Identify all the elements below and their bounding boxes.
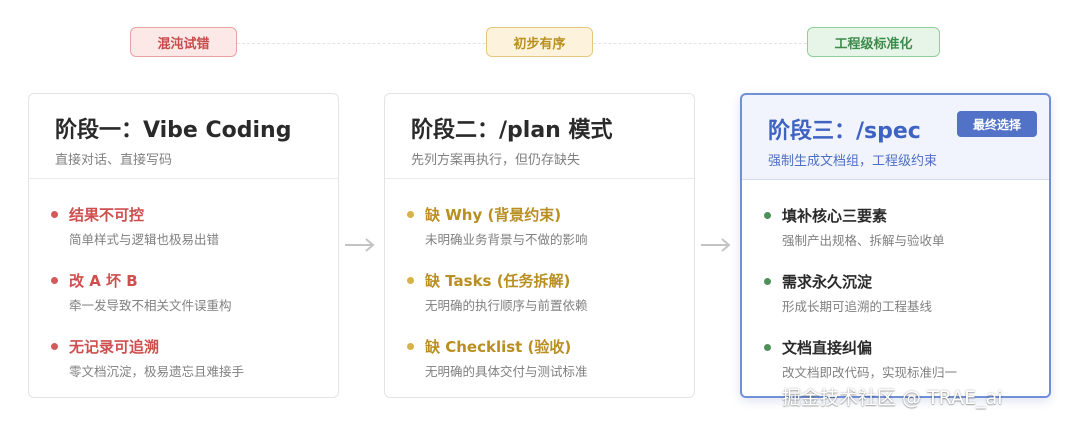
bullet-dot-icon <box>51 343 58 350</box>
bullet-dot-icon <box>51 277 58 284</box>
item-description: 无明确的执行顺序与前置依赖 <box>425 298 588 313</box>
divider <box>742 179 1049 180</box>
bullet-dot-icon <box>764 278 771 285</box>
item-heading: 文档直接纠偏 <box>782 339 873 357</box>
stage-2-pill: 初步有序 <box>486 27 593 57</box>
item-heading: 结果不可控 <box>69 206 145 224</box>
item-description: 无明确的具体交付与测试标准 <box>425 364 588 379</box>
item-heading: 改 A 坏 B <box>69 272 138 290</box>
arrow-right-icon <box>701 238 731 252</box>
item-description: 未明确业务背景与不做的影响 <box>425 232 588 247</box>
stage-1-card: 阶段一：Vibe Coding 直接对话、直接写码 结果不可控 简单样式与逻辑也… <box>28 93 339 398</box>
stage-2-card: 阶段二：/plan 模式 先列方案再执行，但仍存缺失 缺 Why (背景约束) … <box>384 93 695 398</box>
divider <box>385 178 694 179</box>
item-description: 牵一发导致不相关文件误重构 <box>69 298 232 313</box>
stage-3-subtitle: 强制生成文档组，工程级约束 <box>768 154 938 169</box>
bullet-dot-icon <box>407 211 414 218</box>
card-body-background <box>742 180 1049 396</box>
stage-1-subtitle: 直接对话、直接写码 <box>55 153 173 168</box>
stage-1-pill: 混沌试错 <box>130 27 237 57</box>
final-choice-badge: 最终选择 <box>957 111 1037 137</box>
stage-3-title: 阶段三：/spec <box>768 119 921 144</box>
stage-1-title: 阶段一：Vibe Coding <box>55 118 292 143</box>
stage-2-subtitle: 先列方案再执行，但仍存缺失 <box>411 153 581 168</box>
item-description: 形成长期可追溯的工程基线 <box>782 299 933 314</box>
bullet-dot-icon <box>764 212 771 219</box>
item-description: 零文档沉淀，极易遗忘且难接手 <box>69 364 245 379</box>
bullet-dot-icon <box>407 277 414 284</box>
stage-2-title: 阶段二：/plan 模式 <box>411 118 613 143</box>
watermark-text: 掘金技术社区 @ TRAE_ai <box>782 387 1003 409</box>
item-heading: 缺 Why (背景约束) <box>425 206 562 224</box>
item-description: 强制产出规格、拆解与验收单 <box>782 233 945 248</box>
bullet-dot-icon <box>764 344 771 351</box>
divider <box>29 178 338 179</box>
item-heading: 需求永久沉淀 <box>782 273 873 291</box>
stage-3-pill: 工程级标准化 <box>807 27 940 57</box>
stage-3-card: 阶段三：/spec 最终选择 强制生成文档组，工程级约束 填补核心三要素 强制产… <box>740 93 1051 398</box>
item-description: 简单样式与逻辑也极易出错 <box>69 232 220 247</box>
item-heading: 无记录可追溯 <box>69 338 160 356</box>
arrow-right-icon <box>345 238 375 252</box>
item-description: 改文档即改代码，实现标准归一 <box>782 365 958 380</box>
bullet-dot-icon <box>51 211 58 218</box>
item-heading: 缺 Checklist (验收) <box>425 338 572 356</box>
item-heading: 缺 Tasks (任务拆解) <box>425 272 571 290</box>
bullet-dot-icon <box>407 343 414 350</box>
item-heading: 填补核心三要素 <box>782 207 888 225</box>
